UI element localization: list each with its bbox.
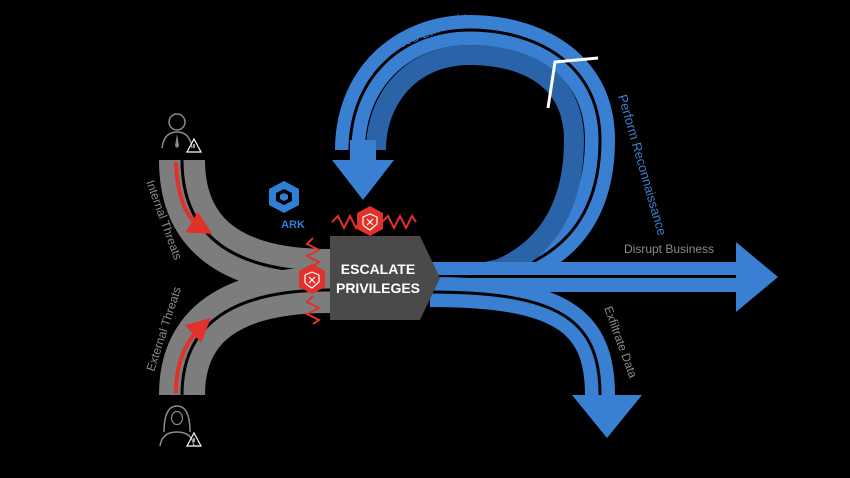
- loop-arrowhead: [332, 160, 394, 200]
- warning-triangle-icon: [185, 137, 203, 153]
- external-threat-pipe: [159, 267, 331, 396]
- disrupt-business-arrow: [420, 242, 778, 312]
- hooded-hacker-icon: [159, 405, 195, 447]
- top-barrier: [331, 206, 417, 236]
- loop-checkpoint-marker: [546, 56, 599, 109]
- internal-threat-red-arrow: [174, 161, 213, 235]
- disrupt-business-label: Disrupt Business: [624, 242, 714, 256]
- brand-label: ARK: [281, 219, 305, 231]
- escalate-label-line2: PRIVILEGES: [336, 280, 420, 296]
- business-person-icon: [161, 113, 193, 149]
- exfiltrate-data-arrow: [429, 277, 642, 438]
- shield-icon: [357, 206, 383, 236]
- perform-reconnaissance-label: Perform Reconnaissance: [615, 93, 670, 237]
- external-threat-red-arrow: [174, 317, 211, 394]
- ark-logo-icon: [269, 181, 299, 213]
- escalate-label-line1: ESCALATE: [341, 261, 415, 277]
- shield-icon: [299, 264, 325, 294]
- escalate-privileges-box: ESCALATE PRIVILEGES: [330, 236, 440, 320]
- warning-triangle-icon: [185, 431, 203, 447]
- left-barrier: [299, 237, 325, 325]
- lateral-movement-loop: [332, 14, 616, 297]
